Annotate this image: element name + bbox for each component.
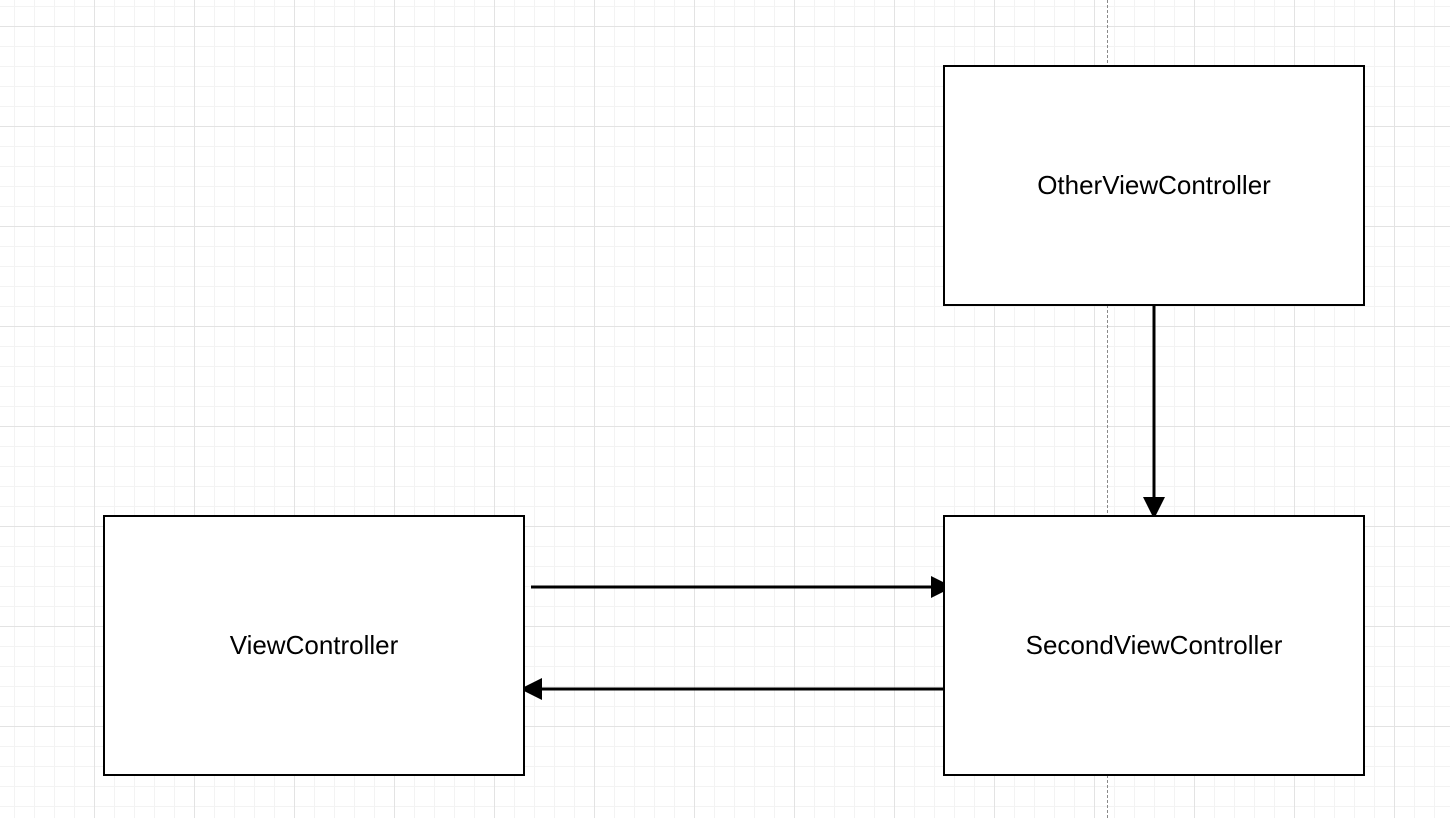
edge-other-to-second-arrowhead — [1143, 497, 1165, 519]
node-second-view-controller[interactable]: SecondViewController — [943, 515, 1365, 776]
page-boundary-guide — [1107, 0, 1108, 818]
edge-view-to-second-arrowhead — [931, 576, 953, 598]
node-label: ViewController — [229, 630, 399, 660]
node-view-controller[interactable]: ViewController — [103, 515, 525, 776]
node-label: SecondViewController — [1025, 630, 1283, 660]
node-other-view-controller[interactable]: OtherViewController — [943, 65, 1365, 306]
node-label: OtherViewController — [1037, 170, 1271, 200]
edge-second-to-view-arrowhead — [520, 678, 542, 700]
